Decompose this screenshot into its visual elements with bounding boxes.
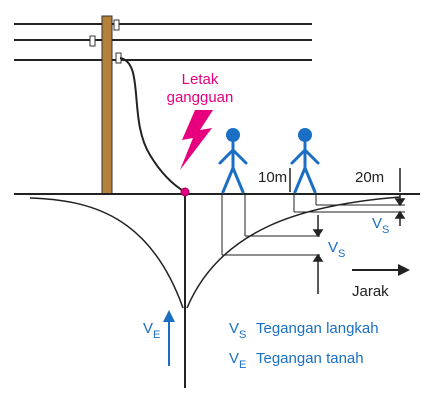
fault-label-line1: Letak xyxy=(182,71,219,88)
vs-large-dimension xyxy=(312,215,324,294)
legend-2-sub: E xyxy=(239,359,246,371)
fallen-conductor xyxy=(119,57,186,193)
vs-large-s: S xyxy=(338,248,345,260)
legend-2-sym: V xyxy=(229,350,239,367)
legend-1-sym: V xyxy=(229,320,239,337)
distance-20m: 20m xyxy=(355,169,384,186)
person-icon-far xyxy=(290,128,320,194)
distance-10m: 10m xyxy=(258,169,287,186)
legend-2-text: Tegangan tanah xyxy=(256,350,364,367)
distance-arrow xyxy=(352,264,410,276)
lightning-icon xyxy=(180,110,213,170)
vs-small-s: S xyxy=(382,224,389,236)
potential-curve-right xyxy=(186,196,401,309)
ve-e: E xyxy=(153,329,160,341)
potential-curve-left xyxy=(29,197,184,309)
ve-arrow xyxy=(163,310,175,366)
utility-pole xyxy=(89,15,122,195)
axis-label-jarak: Jarak xyxy=(352,283,389,300)
power-lines xyxy=(14,23,312,61)
fault-label-line2: gangguan xyxy=(167,89,234,106)
vs-small-v: V xyxy=(372,215,382,232)
fault-point xyxy=(180,187,190,197)
vs-small-dimension xyxy=(394,194,406,226)
projection-lines xyxy=(221,194,405,256)
ve-v: V xyxy=(143,320,153,337)
legend-1-text: Tegangan langkah xyxy=(256,320,379,337)
vs-large-v: V xyxy=(328,239,338,256)
person-icon-near xyxy=(218,128,248,194)
legend-1-sub: S xyxy=(239,329,246,341)
legend: V S Tegangan langkah V E Tegangan tanah xyxy=(229,320,379,371)
